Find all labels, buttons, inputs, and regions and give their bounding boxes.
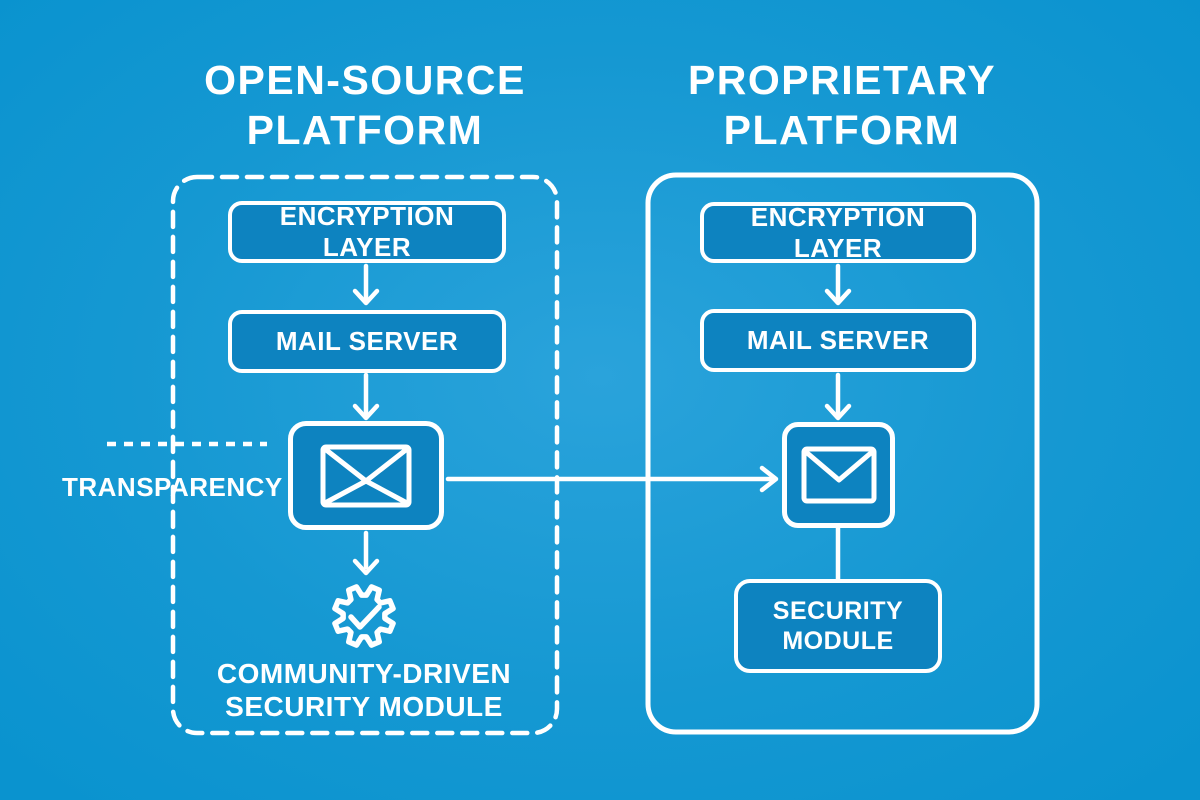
arrow-envelope-left-to-envelope-right <box>445 465 779 493</box>
left-platform-container <box>170 174 560 736</box>
envelope-box-right <box>782 422 895 528</box>
arrow-mail-to-envelope-left <box>352 372 380 421</box>
envelope-icon <box>320 444 412 507</box>
right-platform-container <box>645 172 1040 735</box>
mail-server-box-left: MAIL SERVER <box>228 310 506 373</box>
community-security-line2: SECURITY MODULE <box>225 691 503 722</box>
security-module-line2: MODULE <box>782 627 894 655</box>
left-platform-title: OPEN-SOURCE PLATFORM <box>145 55 585 155</box>
security-module-box-right: SECURITY MODULE <box>734 579 942 673</box>
encryption-layer-box-left: ENCRYPTION LAYER <box>228 201 506 263</box>
left-title-line1: OPEN-SOURCE <box>204 57 526 103</box>
mail-server-box-right: MAIL SERVER <box>700 309 976 372</box>
envelope-box-left <box>288 421 444 530</box>
arrow-encryption-to-mail-left <box>352 263 380 306</box>
arrow-envelope-to-gear-left <box>352 530 380 576</box>
encryption-layer-label-right: ENCRYPTION LAYER <box>750 201 926 263</box>
left-title-line2: PLATFORM <box>246 107 484 153</box>
community-security-label: COMMUNITY-DRIVEN SECURITY MODULE <box>214 657 514 723</box>
right-title-line1: PROPRIETARY <box>687 57 997 103</box>
arrow-mail-to-envelope-right <box>824 372 852 421</box>
gear-check-icon <box>322 574 406 658</box>
right-platform-title: PROPRIETARY PLATFORM <box>622 55 1062 155</box>
encryption-layer-label-left: ENCRYPTION LAYER <box>279 201 455 262</box>
envelope-icon <box>801 446 876 504</box>
mail-server-label-right: MAIL SERVER <box>746 325 930 355</box>
encryption-layer-box-right: ENCRYPTION LAYER <box>700 202 976 263</box>
arrow-encryption-to-mail-right <box>824 263 852 306</box>
right-title-line2: PLATFORM <box>723 107 961 153</box>
community-security-line1: COMMUNITY-DRIVEN <box>216 658 512 689</box>
transparency-label: TRANSPARENCY <box>62 472 283 502</box>
mail-server-label-left: MAIL SERVER <box>275 326 459 356</box>
security-module-line1: SECURITY <box>772 597 904 625</box>
